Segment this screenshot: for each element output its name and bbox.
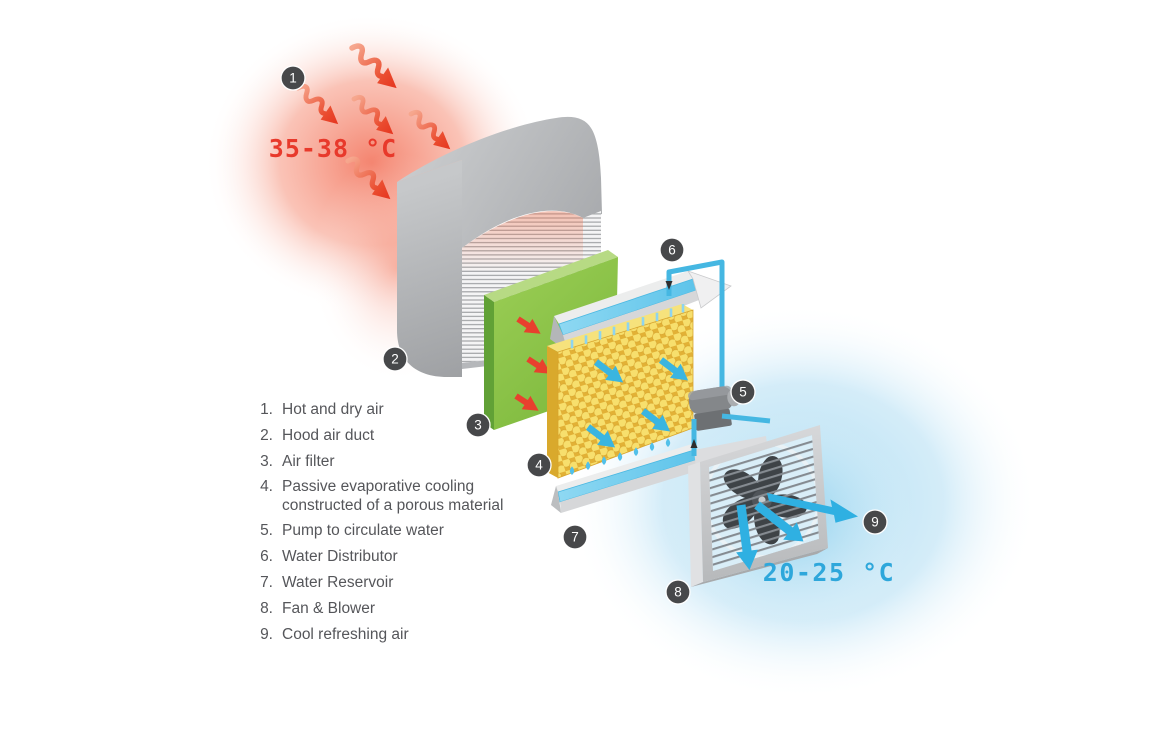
water-reservoir	[551, 436, 768, 513]
legend-item-label: Cool refreshing air	[282, 625, 409, 643]
badge-8: 8	[665, 579, 691, 605]
legend-item-number: 4.	[260, 478, 273, 496]
cold-temperature-label: 20-25 °C	[763, 558, 895, 587]
legend-item-6: 6. Water Distributor	[252, 548, 512, 566]
distributor-right-spout	[687, 270, 732, 309]
water-pipe-bottom	[690, 413, 771, 456]
distributor-far-rim	[554, 271, 693, 324]
badge-7-number: 7	[571, 530, 579, 545]
fan-frame-left-depth	[688, 462, 703, 587]
badge-9: 9	[862, 509, 888, 535]
badge-9-number: 9	[871, 515, 879, 530]
badge-1-number: 1	[289, 71, 297, 86]
badge-1: 1	[280, 65, 306, 91]
badge-3-number: 3	[474, 418, 482, 433]
legend-item-label: Water Distributor	[282, 548, 398, 566]
badges: 1 2 3 4 5 6 7 8	[280, 65, 888, 605]
legend-item-1: 1. Hot and dry air	[252, 401, 512, 419]
badge-5-number: 5	[739, 385, 747, 400]
legend-item-4: 4. Passive evaporative cooling construct…	[252, 478, 512, 515]
reservoir-front-face	[560, 460, 697, 513]
badge-6-number: 6	[668, 243, 676, 258]
evaporative-cooling-pad	[547, 304, 694, 479]
legend-item-number: 2.	[260, 426, 273, 444]
reservoir-left-cap	[551, 486, 561, 513]
badge-3: 3	[465, 412, 491, 438]
legend-item-number: 5.	[260, 522, 273, 540]
badge-4-number: 4	[535, 458, 543, 473]
badge-2: 2	[382, 346, 408, 372]
pipe-bottom-run	[721, 413, 771, 424]
hot-temperature-label: 35-38 °C	[269, 134, 397, 163]
reservoir-far-rim	[556, 444, 694, 492]
legend-item-number: 8.	[260, 599, 273, 617]
legend-item-label: Passive evaporative cooling constructed …	[282, 478, 504, 514]
legend-item-3: 3. Air filter	[252, 453, 512, 471]
legend-item-7: 7. Water Reservoir	[252, 574, 512, 592]
legend-item-8: 8. Fan & Blower	[252, 600, 512, 618]
badge-8-number: 8	[674, 585, 682, 600]
legend-item-label: Air filter	[282, 452, 335, 470]
legend-item-9: 9. Cool refreshing air	[252, 626, 512, 644]
filter-top-edge	[484, 250, 618, 302]
badge-2-number: 2	[391, 352, 399, 367]
water-circulation-pipe	[665, 259, 725, 418]
filter-left-edge	[484, 295, 494, 430]
fan-frame-bottom-depth	[691, 548, 828, 587]
legend-item-number: 3.	[260, 452, 273, 470]
pipe-flow-down-arrow	[665, 281, 673, 290]
legend-item-label: Hood air duct	[282, 426, 375, 444]
badge-4: 4	[526, 452, 552, 478]
legend-item-number: 9.	[260, 625, 273, 643]
legend-item-5: 5. Pump to circulate water	[252, 522, 512, 540]
legend-item-label: Fan & Blower	[282, 599, 376, 617]
legend-item-number: 1.	[260, 401, 273, 418]
legend-item-label: Water Reservoir	[282, 573, 394, 591]
legend: 1. Hot and dry air 2. Hood air duct 3. A…	[252, 401, 512, 651]
badge-5: 5	[730, 379, 756, 405]
pipe-flow-up-arrow	[690, 439, 698, 448]
pad-spray-nozzles	[570, 304, 685, 349]
legend-item-label: Pump to circulate water	[282, 522, 444, 540]
legend-item-number: 6.	[260, 548, 273, 566]
fan-blower	[688, 425, 858, 587]
legend-item-2: 2. Hood air duct	[252, 427, 512, 445]
badge-7: 7	[562, 524, 588, 550]
legend-item-label: Hot and dry air	[282, 401, 384, 418]
pad-left-edge	[547, 346, 558, 478]
hood-left-face	[397, 160, 462, 377]
cool-air-out-arrows	[736, 493, 858, 570]
badge-6: 6	[659, 237, 685, 263]
legend-item-number: 7.	[260, 573, 273, 591]
hood-roof	[397, 116, 602, 248]
